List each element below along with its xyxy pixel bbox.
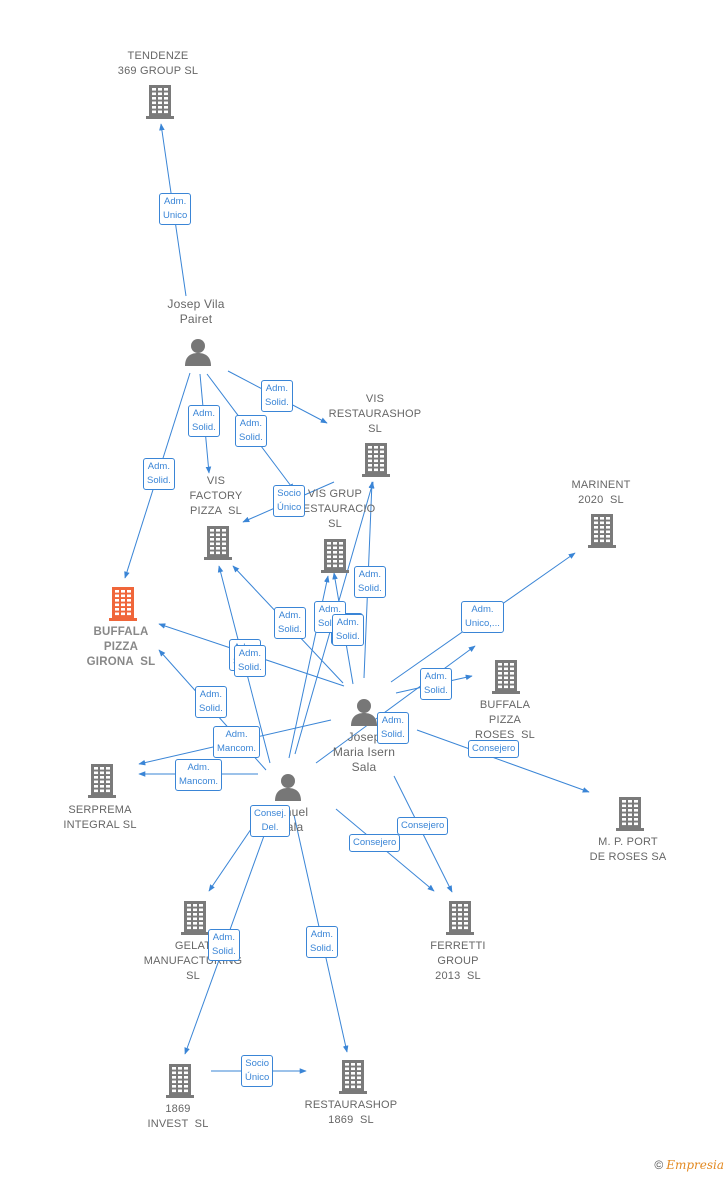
node-label-wrap-josep-vila: Josep Vila Pairet xyxy=(126,297,266,327)
building-icon xyxy=(321,539,349,573)
node-label-wrap-serprema: SERPREMA INTEGRAL SL xyxy=(30,803,170,833)
edge-label-manuel-to-vis-restaurashop[interactable]: Adm. Solid. xyxy=(332,614,364,646)
edge-label-josep-maria-to-mp-port[interactable]: Consejero xyxy=(468,740,520,758)
edge-label-manuel-to-buffala-roses[interactable]: Adm. Solid. xyxy=(377,712,409,744)
node-label-wrap-gelat: GELAT MANUFACTURING SL xyxy=(123,939,263,984)
node-label-wrap-josep-maria: Josep Maria Isern Sala xyxy=(294,730,434,775)
node-label-vis-factory[interactable]: VIS FACTORY PIZZA SL xyxy=(189,475,243,517)
node-label-marinent[interactable]: MARINENT 2020 SL xyxy=(571,479,631,506)
node-gelat[interactable] xyxy=(180,900,210,936)
building-icon xyxy=(446,901,474,935)
node-marinent[interactable] xyxy=(587,513,617,549)
node-manuel[interactable] xyxy=(273,772,303,802)
node-invest1869[interactable] xyxy=(165,1063,195,1099)
edge-label-manuel-to-vis-factory[interactable]: Adm. Solid. xyxy=(274,607,306,639)
node-buffala-girona[interactable] xyxy=(108,586,138,622)
building-icon xyxy=(588,514,616,548)
node-label-wrap-mp-port: M. P. PORT DE ROSES SA xyxy=(558,835,698,865)
node-vis-factory[interactable] xyxy=(203,525,233,561)
node-label-wrap-vis-factory: VIS FACTORY PIZZA SL xyxy=(146,474,286,519)
building-icon xyxy=(181,901,209,935)
edge-label-josep-maria-to-ferretti[interactable]: Consejero xyxy=(397,817,449,835)
node-label-wrap-buffala-girona: BUFFALA PIZZA GIRONA SL xyxy=(51,625,191,670)
node-tendenze[interactable] xyxy=(145,84,175,120)
person-icon xyxy=(351,699,377,726)
footer-brand: © Empresia xyxy=(654,1158,724,1172)
node-serprema[interactable] xyxy=(87,763,117,799)
edge-label-manuel-to-buffala-girona[interactable]: Adm. Solid. xyxy=(195,686,227,718)
edge-label-manuel-to-serprema[interactable]: Adm. Mancom. xyxy=(175,759,223,791)
edge-label-josep-vila-to-vis-grup[interactable]: Adm. Solid. xyxy=(235,415,267,447)
edge-label-josep-vila-to-vis-factory[interactable]: Adm. Solid. xyxy=(188,405,220,437)
edge-label-josep-vila-to-buffala-girona[interactable]: Adm. Solid. xyxy=(143,458,175,490)
node-label-vis-grup[interactable]: VIS GRUP RESTAURACIO SL xyxy=(294,488,376,530)
building-icon xyxy=(88,764,116,798)
node-label-buffala-roses[interactable]: BUFFALA PIZZA ROSES SL xyxy=(475,699,535,741)
node-label-restaurashop1869[interactable]: RESTAURASHOP 1869 SL xyxy=(304,1099,398,1126)
node-label-vis-restaurashop[interactable]: VIS RESTAURASHOP SL xyxy=(328,393,422,435)
node-ferretti[interactable] xyxy=(445,900,475,936)
node-label-ferretti[interactable]: FERRETTI GROUP 2013 SL xyxy=(430,940,486,982)
edge-label-josep-vila-to-vis-restaurashop[interactable]: Adm. Solid. xyxy=(261,380,293,412)
building-icon xyxy=(339,1060,367,1094)
node-vis-grup[interactable] xyxy=(320,538,350,574)
building-icon xyxy=(492,660,520,694)
node-vis-restaurashop[interactable] xyxy=(361,442,391,478)
edge-label-vis-grup-to-vis-factory[interactable]: Socio Único xyxy=(273,485,306,517)
node-label-tendenze[interactable]: TENDENZE 369 GROUP SL xyxy=(117,50,199,77)
edge-label-josep-maria-to-vis-restaurashop[interactable]: Adm. Solid. xyxy=(354,566,386,598)
copyright-icon: © xyxy=(654,1158,664,1172)
edge-label-josep-maria-to-serprema[interactable]: Adm. Mancom. xyxy=(213,726,261,758)
node-label-wrap-vis-grup: VIS GRUP RESTAURACIO SL xyxy=(265,487,405,532)
building-icon xyxy=(166,1064,194,1098)
edge-label-manuel-to-gelat[interactable]: Consej. Del. xyxy=(250,805,291,837)
node-label-invest1869[interactable]: 1869 INVEST SL xyxy=(147,1103,209,1130)
node-label-wrap-marinent: MARINENT 2020 SL xyxy=(531,478,671,508)
node-label-wrap-vis-restaurashop: VIS RESTAURASHOP SL xyxy=(305,392,445,437)
edge-josep-maria-to-mp-port xyxy=(416,729,590,793)
node-label-josep-maria[interactable]: Josep Maria Isern Sala xyxy=(332,730,396,774)
node-label-wrap-invest1869: 1869 INVEST SL xyxy=(108,1102,248,1132)
node-label-serprema[interactable]: SERPREMA INTEGRAL SL xyxy=(63,804,137,831)
edge-label-josep-maria-to-marinent[interactable]: Adm. Unico,... xyxy=(461,601,504,633)
node-restaurashop1869[interactable] xyxy=(338,1059,368,1095)
node-buffala-roses[interactable] xyxy=(491,659,521,695)
edge-label-josep-maria-to-buffala-roses[interactable]: Adm. Solid. xyxy=(420,668,452,700)
building-icon xyxy=(362,443,390,477)
building-icon xyxy=(204,526,232,560)
edge-label-manuel-to-ferretti[interactable]: Consejero xyxy=(349,834,401,852)
person-icon xyxy=(275,774,301,801)
person-icon xyxy=(185,339,211,366)
edge-label-manuel-to-restaurashop1869[interactable]: Adm. Solid. xyxy=(306,926,338,958)
edge-label-invest1869-to-restaurashop1869[interactable]: Socio Único xyxy=(241,1055,274,1087)
node-label-josep-vila[interactable]: Josep Vila Pairet xyxy=(167,297,225,326)
edge-label-josep-maria-to-vis-factory[interactable]: Adm. Solid. xyxy=(234,645,266,677)
brand-logo: Empresia xyxy=(666,1158,724,1172)
edge-manuel-to-buffala-roses xyxy=(315,645,476,764)
edge-label-manuel-to-invest1869[interactable]: Adm. Solid. xyxy=(208,929,240,961)
node-label-mp-port[interactable]: M. P. PORT DE ROSES SA xyxy=(589,836,667,863)
node-josep-vila[interactable] xyxy=(183,337,213,367)
node-label-wrap-buffala-roses: BUFFALA PIZZA ROSES SL xyxy=(435,698,575,743)
node-mp-port[interactable] xyxy=(615,796,645,832)
main-building-icon xyxy=(109,587,137,621)
building-icon xyxy=(616,797,644,831)
node-label-wrap-ferretti: FERRETTI GROUP 2013 SL xyxy=(388,939,528,984)
node-josep-maria[interactable] xyxy=(349,697,379,727)
edge-label-josep-vila-to-tendenze[interactable]: Adm. Unico xyxy=(159,193,192,225)
building-icon xyxy=(146,85,174,119)
node-label-wrap-restaurashop1869: RESTAURASHOP 1869 SL xyxy=(281,1098,421,1128)
node-label-wrap-tendenze: TENDENZE 369 GROUP SL xyxy=(88,49,228,79)
node-label-buffala-girona[interactable]: BUFFALA PIZZA GIRONA SL xyxy=(86,626,156,668)
